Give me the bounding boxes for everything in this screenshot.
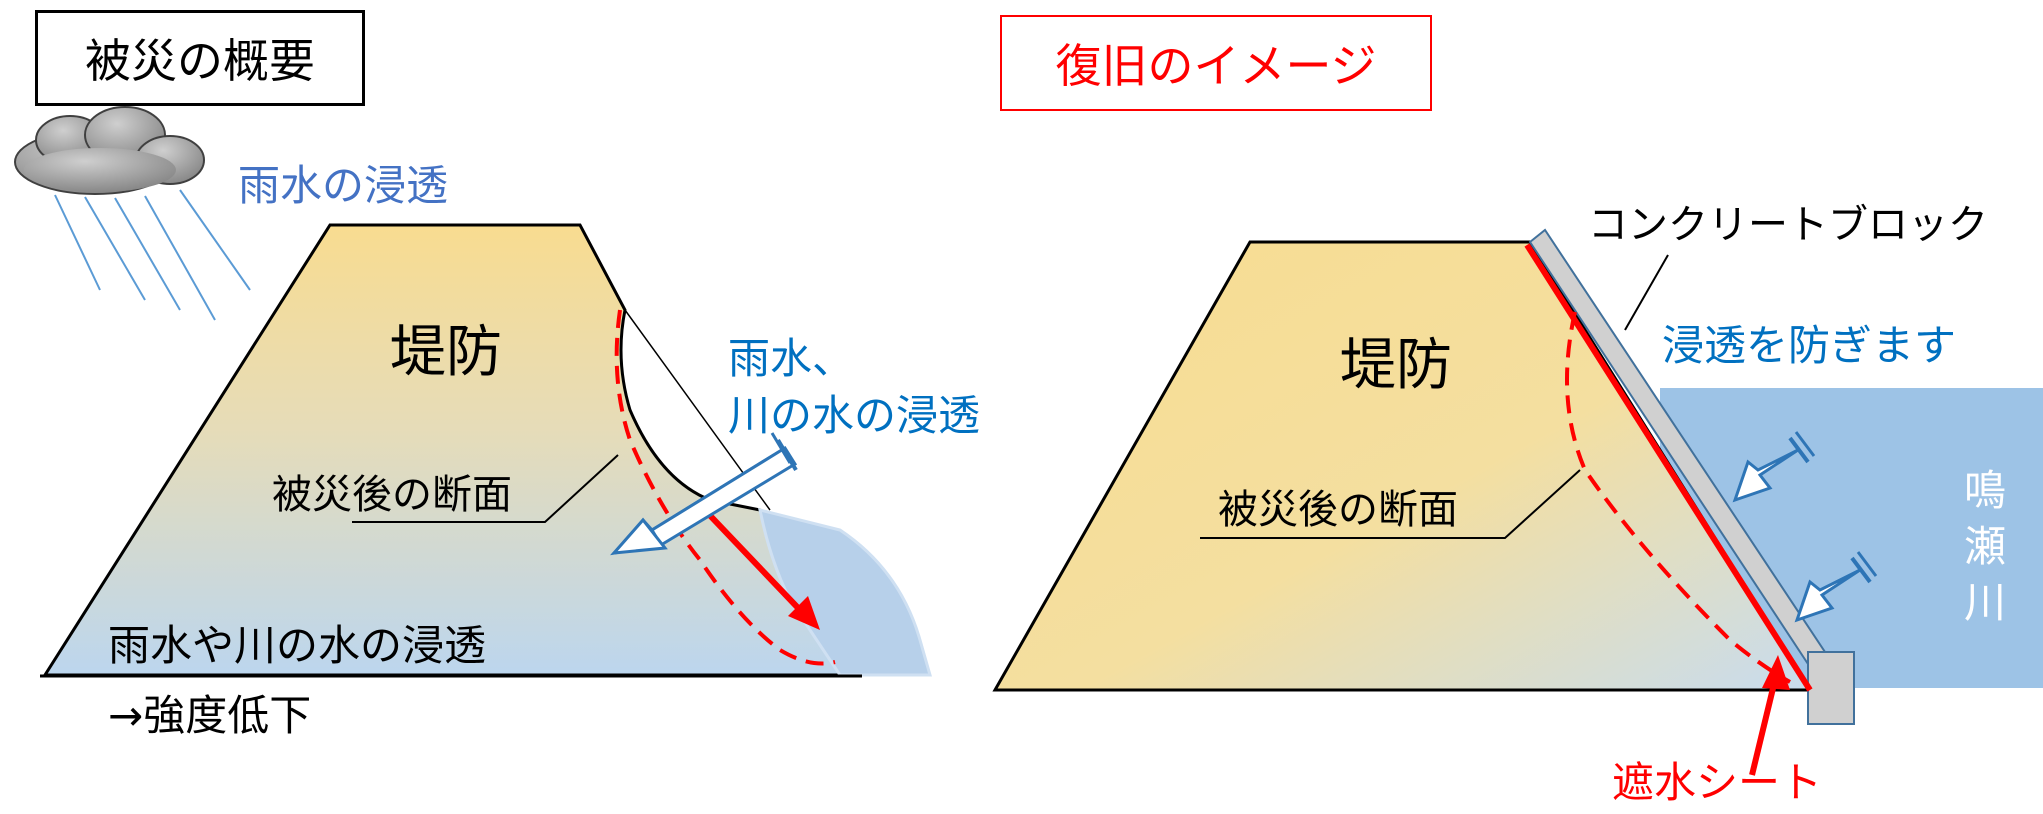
- right-title-box: 復旧のイメージ: [1000, 15, 1432, 111]
- rain-lines: [54, 189, 251, 321]
- block-leader: [1624, 254, 1669, 331]
- right-title: 復旧のイメージ: [1055, 39, 1377, 93]
- block-label: コンクリートブロック: [1588, 202, 1988, 248]
- left-title-box: 被災の概要: [35, 10, 365, 106]
- river-name: 鳴 瀬 川: [1955, 470, 2015, 624]
- water-arrow-upper: [1732, 431, 1816, 503]
- section-label-left: 被災後の断面: [272, 472, 512, 518]
- sheet-label: 遮水シート: [1612, 758, 1823, 807]
- rain-label: 雨水の浸透: [238, 161, 449, 210]
- slumped-soil: [758, 507, 932, 677]
- failure-surface-right: [1565, 311, 1791, 684]
- river-name-char-1: 鳴: [1963, 466, 2006, 515]
- river-name-char-2: 瀬: [1963, 522, 2006, 571]
- seepage-arrow-left: [697, 502, 803, 613]
- section-leader-right: [1200, 469, 1581, 539]
- section-label-right: 被災後の断面: [1218, 487, 1458, 533]
- caption-line2: →強度低下: [108, 691, 312, 740]
- prevent-label: 浸透を防ぎます: [1662, 321, 1957, 370]
- infiltration-label-line1: 雨水、: [728, 334, 855, 383]
- section-leader-left: [352, 454, 619, 523]
- left-title: 被災の概要: [85, 34, 315, 88]
- seepage-arrowhead-left: [788, 596, 820, 630]
- failure-surface-left: [614, 309, 836, 666]
- embankment-label-left: 堤防: [390, 320, 502, 385]
- toe-block: [1807, 651, 1855, 725]
- sheet-arrow: [1749, 679, 1778, 776]
- caption-line1: 雨水や川の水の浸透: [108, 621, 487, 670]
- infiltration-arrow-left: [610, 432, 798, 556]
- water-arrow-lower: [1794, 551, 1878, 623]
- cloud-icon: [14, 106, 205, 195]
- infiltration-label-line2: 川の水の浸透: [728, 391, 981, 440]
- embankment-left: [42, 223, 863, 677]
- sheet-arrowhead: [1762, 655, 1790, 690]
- embankment-label-right: 堤防: [1340, 333, 1452, 398]
- river-name-char-3: 川: [1963, 578, 2006, 627]
